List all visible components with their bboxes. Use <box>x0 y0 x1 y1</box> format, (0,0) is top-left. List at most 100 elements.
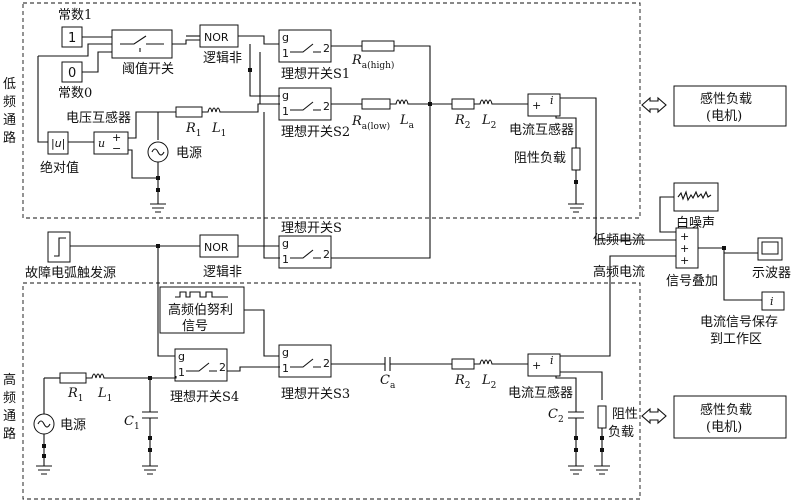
svg-text:1: 1 <box>282 105 289 118</box>
svg-text:L2: L2 <box>481 373 496 391</box>
step-icon <box>54 237 66 257</box>
r1-high-resistor <box>59 372 87 384</box>
svg-text:C1: C1 <box>124 414 140 432</box>
double-arrow-icon <box>641 96 667 114</box>
l1-low-inductor <box>202 103 280 113</box>
svg-text:感性负载: 感性负载 <box>700 402 752 418</box>
svg-text:频: 频 <box>3 95 16 110</box>
svg-text:高: 高 <box>3 372 16 388</box>
svg-text:R1: R1 <box>185 121 202 139</box>
bernoulli-block <box>159 286 245 334</box>
scope-label: 示波器 <box>752 266 791 281</box>
source-low-label: 电源 <box>176 146 202 161</box>
svg-text:R2: R2 <box>454 113 471 131</box>
svg-text:−: − <box>112 142 121 155</box>
scope-icon <box>761 241 779 255</box>
svg-text:路: 路 <box>3 426 16 442</box>
source-high-label: 电源 <box>60 418 86 433</box>
white-noise-label: 白噪声 <box>676 215 715 231</box>
svg-text:2: 2 <box>219 361 226 374</box>
svg-text:g: g <box>282 31 289 44</box>
svg-text:u: u <box>98 137 105 150</box>
current-sensor-low <box>527 93 561 117</box>
ra-high-resistor <box>361 40 395 52</box>
abs-label: 绝对值 <box>40 160 79 176</box>
ground-icon <box>568 462 584 475</box>
svg-text:g: g <box>282 89 289 102</box>
switch-s-label: 理想开关S <box>281 220 342 236</box>
svg-text:g: g <box>282 237 289 250</box>
svg-text:0: 0 <box>68 66 76 81</box>
switch-s <box>278 235 332 269</box>
svg-text:1: 1 <box>68 31 76 46</box>
switch-s4 <box>174 348 228 382</box>
svg-text:i: i <box>770 295 774 308</box>
ca-capacitor <box>331 357 452 371</box>
voltage-sensor-block <box>93 131 129 155</box>
current-sensor-high-label: 电流互感器 <box>508 385 573 401</box>
svg-text:路: 路 <box>3 130 16 146</box>
low-freq-current-label: 低频电流 <box>593 233 645 248</box>
resistive-load-high <box>597 405 607 429</box>
svg-text:1: 1 <box>282 253 289 266</box>
svg-text:2: 2 <box>323 357 330 370</box>
svg-text:+: + <box>680 242 689 255</box>
white-noise-block <box>673 182 719 212</box>
svg-text:1: 1 <box>282 47 289 60</box>
svg-text:L2: L2 <box>481 113 496 131</box>
const0-label: 常数0 <box>58 86 92 101</box>
la-inductor <box>390 99 430 105</box>
l2-high-inductor <box>474 359 528 365</box>
r2-high-resistor <box>451 358 475 370</box>
current-sensor-low-label: 电流互感器 <box>509 122 574 138</box>
ra-high-label: Ra(high) <box>351 53 394 71</box>
ground-icon <box>568 198 584 213</box>
low-frequency-region <box>22 2 641 219</box>
bernoulli-waveform-icon <box>175 291 228 298</box>
logic-not-mid-label: 逻辑非 <box>203 265 242 280</box>
svg-text:2: 2 <box>323 100 330 113</box>
ra-low-label: Ra(low) <box>351 114 390 132</box>
inductive-load-low <box>673 85 787 127</box>
signal-sum-label: 信号叠加 <box>666 274 718 289</box>
switch-s1-label: 理想开关S1 <box>281 66 350 82</box>
svg-text:信号: 信号 <box>182 319 208 334</box>
svg-text:通: 通 <box>3 113 16 128</box>
svg-text:g: g <box>178 350 185 363</box>
resistive-load-low <box>571 147 581 171</box>
svg-text:感性负载: 感性负载 <box>700 91 752 107</box>
svg-text:i: i <box>550 354 554 367</box>
const1-label: 常数1 <box>58 8 92 23</box>
low-frequency-path-label: 低 频 通 路 <box>3 77 16 146</box>
svg-text:|u|: |u| <box>51 137 65 150</box>
switch-s2-label: 理想开关S2 <box>281 124 350 140</box>
ra-low-resistor <box>361 98 391 110</box>
svg-text:Ca: Ca <box>380 373 396 391</box>
high-frequency-region <box>22 282 641 500</box>
resistive-load-low-label: 阻性负载 <box>514 151 566 166</box>
voltage-sensor-label: 电压互感器 <box>66 110 131 126</box>
svg-text:(电机): (电机) <box>706 109 742 124</box>
threshold-switch-label: 阈值开关 <box>122 61 174 77</box>
svg-text:1: 1 <box>178 366 185 379</box>
noise-waveform-icon <box>677 190 712 202</box>
svg-text:R2: R2 <box>454 373 471 391</box>
svg-text:L1: L1 <box>211 121 226 139</box>
svg-text:高频伯努利: 高频伯努利 <box>168 302 233 318</box>
switch-s1 <box>278 29 332 63</box>
inductive-load-high <box>673 395 787 439</box>
r2-low-resistor <box>451 98 475 110</box>
to-workspace-block <box>761 291 785 311</box>
svg-text:+: + <box>532 359 541 372</box>
svg-text:g: g <box>282 346 289 359</box>
resistive-load-high-label-b: 负载 <box>608 425 634 440</box>
svg-text:R1: R1 <box>67 386 84 404</box>
svg-text:+: + <box>532 99 541 112</box>
to-workspace-label-b: 到工作区 <box>710 332 762 347</box>
svg-text:L1: L1 <box>97 386 112 404</box>
high-frequency-path-label: 高 频 通 路 <box>3 372 16 442</box>
svg-text:C2: C2 <box>548 407 564 425</box>
switch-s3-label: 理想开关S3 <box>281 386 350 402</box>
svg-text:2: 2 <box>323 248 330 261</box>
